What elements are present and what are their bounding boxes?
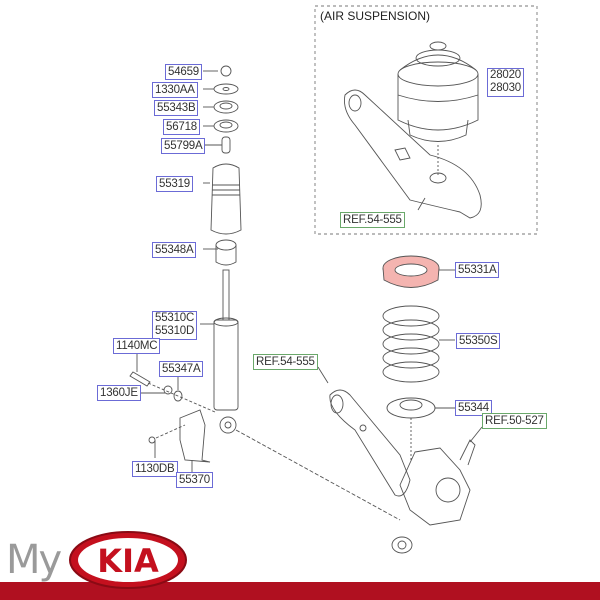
- air-spring-part: [397, 41, 479, 142]
- mount-part: [213, 100, 239, 114]
- part-number-28030[interactable]: 28030: [490, 82, 521, 94]
- part-label-55799a[interactable]: 55799A: [161, 138, 206, 154]
- footer-brand-bar: [0, 582, 600, 600]
- nut-1360je-part: [163, 385, 173, 395]
- air-suspension-box: [314, 5, 538, 235]
- part-number-55310d[interactable]: 55310D: [155, 325, 195, 337]
- part-label-55350s[interactable]: 55350S: [456, 333, 501, 349]
- lower-arm-air-part: [344, 89, 482, 219]
- part-label-55370[interactable]: 55370: [176, 472, 213, 488]
- part-label-55348a[interactable]: 55348A: [152, 242, 197, 258]
- part-label-1360je[interactable]: 1360JE: [97, 385, 141, 401]
- bushing-part: [213, 119, 239, 133]
- part-number-28020[interactable]: 28020: [490, 69, 521, 81]
- part-label-28020-28030[interactable]: 28020 28030: [487, 68, 524, 97]
- bracket-part: [179, 409, 211, 463]
- nut-part: [220, 65, 232, 77]
- part-label-55319[interactable]: 55319: [156, 176, 193, 192]
- bump-stopper-part: [215, 239, 237, 266]
- part-label-55343b[interactable]: 55343B: [154, 100, 199, 116]
- brand-my-text: My: [6, 537, 62, 583]
- bolt-part: [129, 371, 151, 387]
- part-label-1140mc[interactable]: 1140MC: [113, 338, 161, 354]
- part-label-55331a[interactable]: 55331A: [455, 262, 500, 278]
- part-label-1330aa[interactable]: 1330AA: [152, 82, 198, 98]
- ref-label-air-arm[interactable]: REF.54-555: [340, 212, 405, 228]
- ref-label-knuckle[interactable]: REF.50-527: [482, 413, 547, 429]
- washer-55347a-part: [173, 390, 183, 402]
- knuckle-part: [391, 439, 476, 554]
- air-suspension-title: (AIR SUSPENSION): [320, 9, 431, 23]
- part-number-55310c[interactable]: 55310C: [155, 312, 195, 324]
- part-label-55310c-55310d[interactable]: 55310C 55310D: [152, 311, 198, 340]
- part-label-54659[interactable]: 54659: [165, 64, 202, 80]
- coil-spring-part: [382, 305, 440, 383]
- dust-cover-part: [210, 163, 242, 235]
- part-label-55347a[interactable]: 55347A: [159, 361, 204, 377]
- spring-pad-part: [382, 255, 440, 288]
- shock-absorber-part: [213, 269, 239, 434]
- part-label-1130db[interactable]: 1130DB: [132, 461, 178, 477]
- lower-arm-part: [329, 389, 411, 497]
- screw-part: [148, 436, 156, 444]
- part-label-55344[interactable]: 55344: [455, 400, 492, 416]
- washer-part: [213, 83, 239, 95]
- spring-seat-part: [386, 397, 436, 419]
- spacer-part: [221, 136, 231, 154]
- part-label-56718[interactable]: 56718: [163, 119, 200, 135]
- ref-label-lower-arm[interactable]: REF.54-555: [253, 354, 318, 370]
